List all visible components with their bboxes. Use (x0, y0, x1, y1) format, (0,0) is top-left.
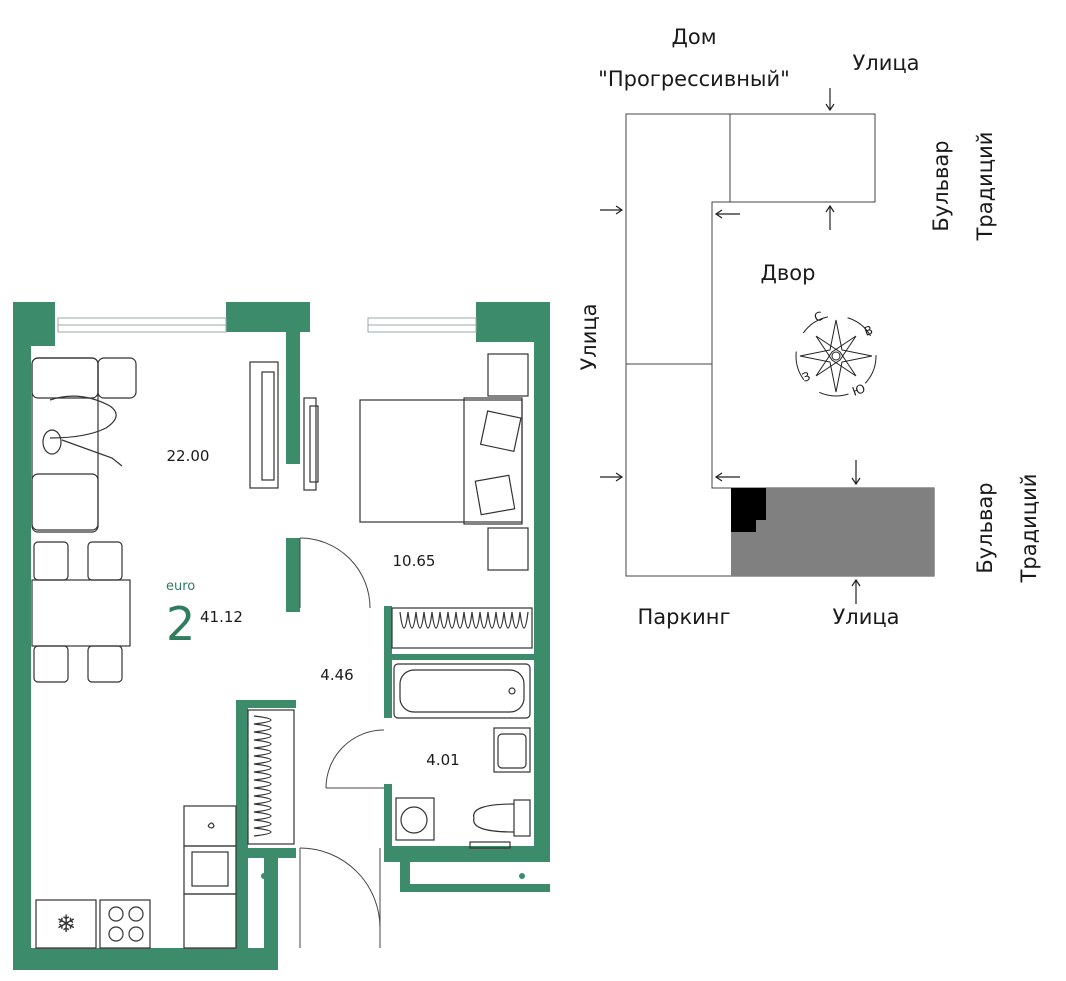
total-area: 41.12 (200, 608, 243, 626)
floor-plan: ❄ 22.00 10.65 4.46 4.01 euro 2 41.12 (13, 302, 550, 970)
street-bottom-label: Улица (832, 605, 899, 629)
street-left-label: Улица (577, 303, 601, 370)
exterior-walls (13, 302, 550, 970)
boulevard-bottom-line1: Бульвар (973, 482, 997, 573)
bathroom-area: 4.01 (426, 751, 459, 769)
kitchen (35, 805, 237, 949)
rooms-count: 2 (166, 597, 195, 651)
site-plan: С В Ю З Дом "Прогрессивный" Улица Двор П… (577, 25, 1041, 629)
compass-south: Ю (850, 381, 867, 399)
boulevard-bottom-line2: Традиций (1017, 474, 1041, 584)
bed (359, 353, 529, 571)
bathtub (393, 663, 531, 719)
building-outline (625, 113, 935, 577)
boulevard-top-line1: Бульвар (929, 140, 953, 231)
boulevard-top-line2: Традиций (973, 132, 997, 242)
tv-living (249, 361, 279, 489)
living-room-area: 22.00 (167, 447, 210, 465)
entrance-arrows (600, 88, 861, 604)
wardrobe-hatch (247, 607, 533, 845)
windows (57, 317, 477, 333)
sink (493, 727, 531, 773)
apartment-marker (731, 488, 766, 532)
interior-walls (286, 346, 534, 846)
yard-label: Двор (761, 261, 816, 285)
washing-machine (395, 797, 435, 841)
parking-label: Паркинг (637, 605, 730, 629)
hall-area: 4.46 (320, 666, 353, 684)
apartment-type-label: euro (166, 579, 195, 594)
street-top-label: Улица (852, 51, 919, 75)
building-name-line1: Дом (671, 25, 716, 49)
compass-east: В (862, 323, 875, 339)
toilet (469, 799, 531, 849)
building-name-line2: "Прогрессивный" (598, 67, 790, 91)
door-swings (299, 537, 385, 948)
compass-west: З (800, 369, 812, 385)
tv-bedroom (303, 397, 319, 491)
bedroom-area: 10.65 (393, 552, 436, 570)
compass-rose: С В Ю З (795, 309, 877, 399)
dining-table (31, 541, 131, 683)
snowflake-icon: ❄ (56, 911, 76, 938)
sofa (31, 357, 137, 533)
